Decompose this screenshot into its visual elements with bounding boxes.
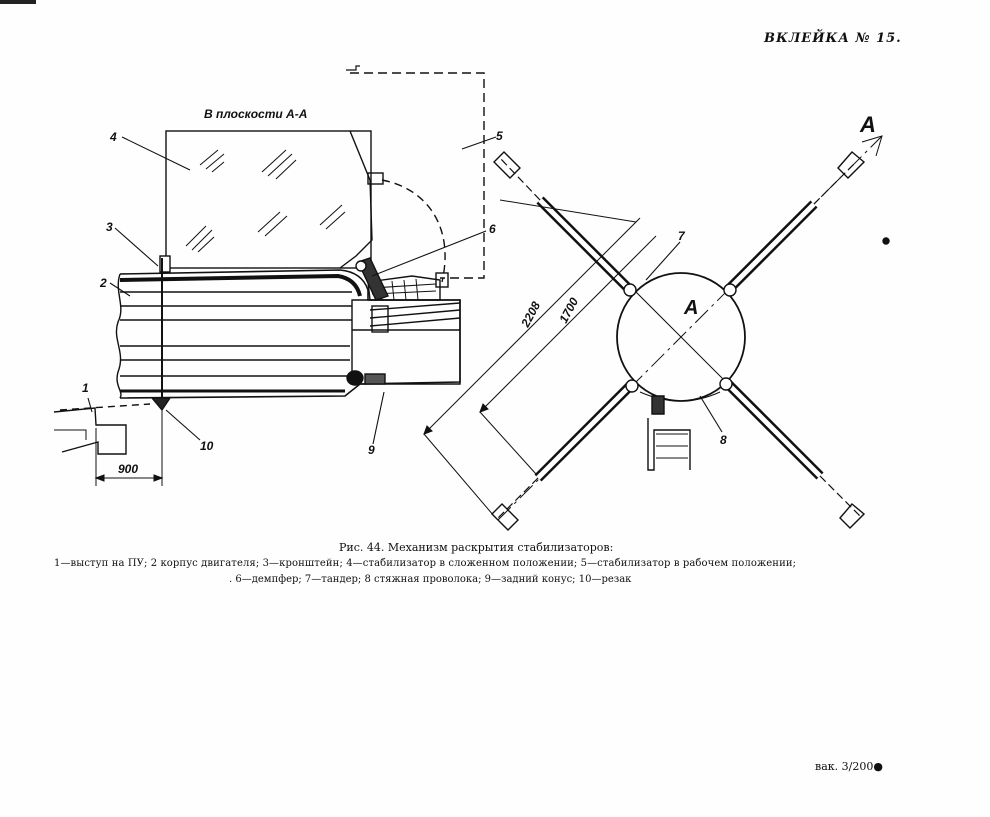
side-view-title: В плоскости А-А [204,107,307,121]
stabilizer-hinge-top-mark [346,65,360,71]
panel-hatching [185,149,346,253]
stabilizer-working-outline [350,72,485,279]
rear-cone [346,275,461,386]
section-label-axis: А [859,112,876,137]
dimension-1700-label: 1700 [556,295,581,325]
corner-mark [0,0,36,4]
callout-2: 2 [99,276,107,290]
launcher-block-rear [647,418,691,471]
stray-dot [882,237,890,245]
stabilizer-arm-nw [493,151,637,297]
callout-7: 7 [678,229,686,243]
stabilizer-arm-se [719,377,866,529]
callout-10: 10 [200,439,214,453]
launcher-block-hatching [656,433,688,459]
tie-wire [639,391,721,402]
axis-cross [633,289,729,385]
figure-caption-line1: 1—выступ на ПУ; 2 корпус двигателя; 3—кр… [54,558,797,569]
cutter [150,397,172,412]
side-view-leaders [87,136,497,445]
stabilizer-arm-ne [723,151,866,297]
stabilizer-folded-panel [165,130,372,269]
figure-caption-title: Рис. 44. Механизм раскрытия стабилизатор… [339,541,614,554]
dimension-900-label: 900 [118,462,138,476]
order-code: вак. 3/200● [815,760,883,773]
rear-view-leaders [645,241,723,433]
callout-1: 1 [82,381,89,395]
callout-5: 5 [496,129,503,143]
axis-a-a [497,135,883,521]
rear-view [423,135,890,531]
insert-label: ВКЛЕЙКА № 15. [764,31,902,46]
callout-8: 8 [720,433,727,447]
callout-3: 3 [106,220,113,234]
dimension-2208-label: 2208 [518,299,544,330]
stabilizer-hinge-plate [339,130,373,269]
damper [355,257,389,301]
callout-9: 9 [368,443,375,457]
dimension-1700 [479,235,657,475]
stabilizer-arm-sw [491,379,639,531]
section-arrow [861,135,883,157]
damper-fitting-upper [367,172,384,185]
deployment-arc [381,179,446,283]
figure-caption-line2: . 6—демпфер; 7—тандер; 8 стяжная проволо… [229,574,632,585]
dimension-900 [94,410,164,486]
section-label-center: А [683,297,698,319]
engine-body [115,269,461,399]
callout-4: 4 [109,130,117,144]
bracket [159,255,171,273]
launcher-protrusion [53,403,151,455]
dimension-2208 [423,199,641,517]
callout-6: 6 [489,222,496,236]
bottom-fitting [651,395,665,415]
side-view [53,65,497,486]
